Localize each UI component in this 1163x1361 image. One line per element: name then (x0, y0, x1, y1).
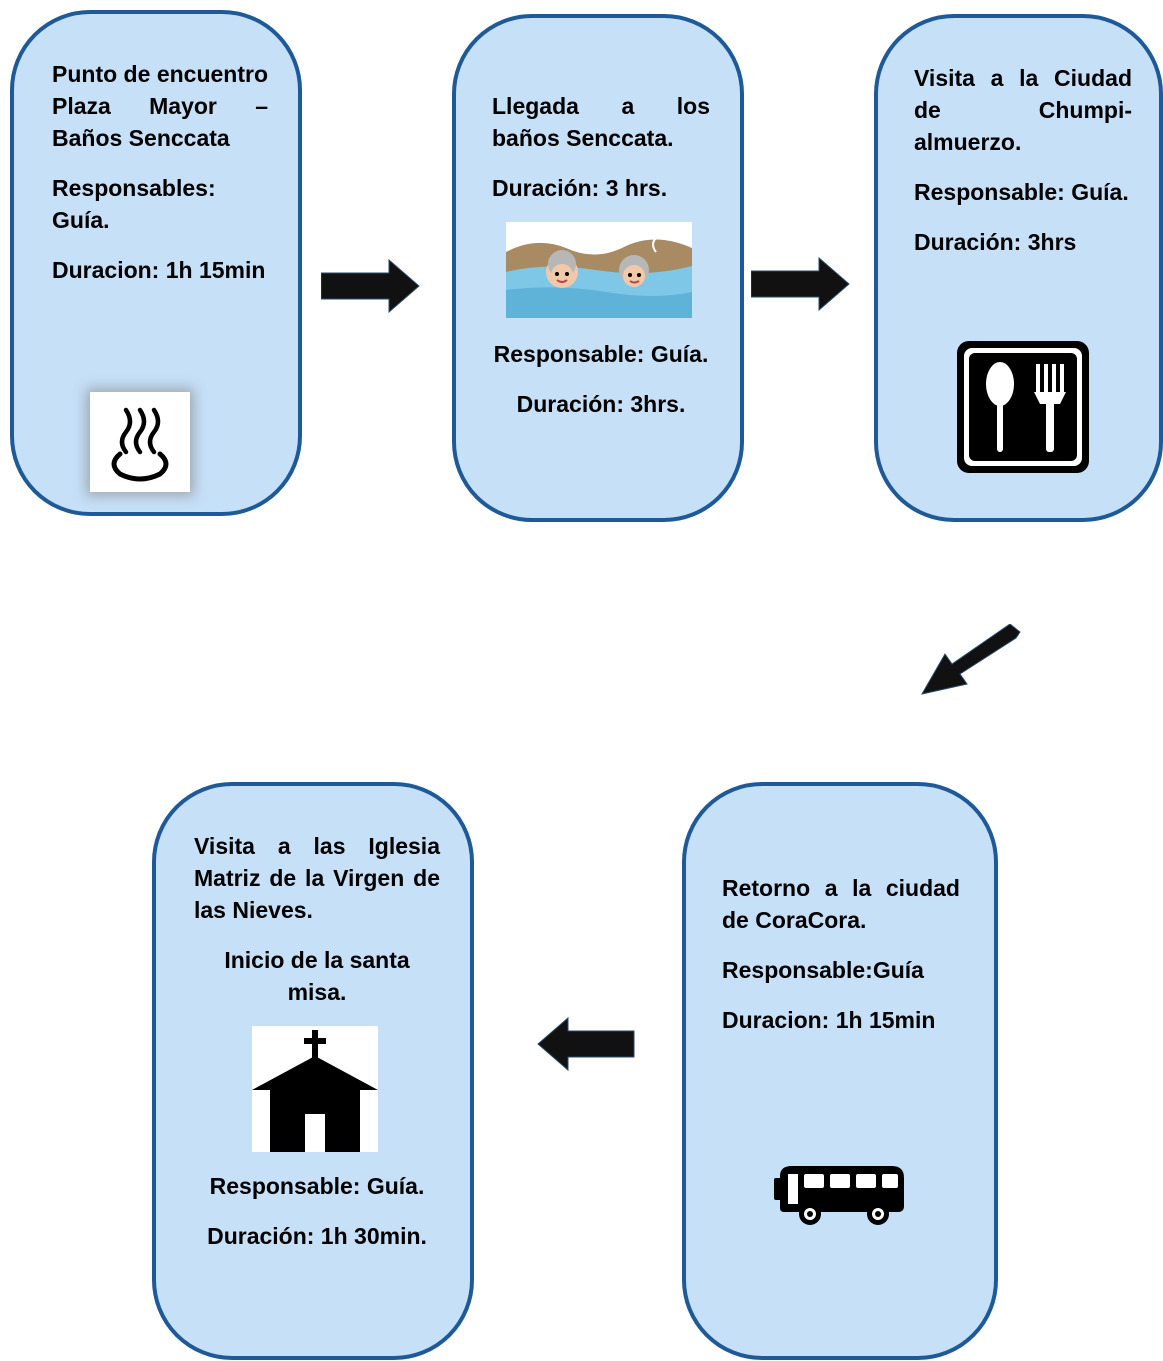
bathing-people-illustration (506, 222, 692, 318)
step-5-responsible: Responsable: Guía. (209, 1173, 425, 1199)
step-card-4: Retorno a la ciudad de CoraCora. Respons… (682, 782, 998, 1360)
church-icon (252, 1026, 378, 1152)
step-3-duration: Duración: 3hrs (914, 229, 1077, 255)
step-3-responsible: Responsable: Guía. (914, 179, 1129, 205)
step-5-title: Visita a las Iglesia Matriz de la Virgen… (194, 833, 440, 923)
step-2-responsible: Responsable: Guía. (493, 341, 709, 367)
step-1-duration: Duracion: 1h 15min (52, 257, 266, 283)
step-card-5: Visita a las Iglesia Matriz de la Virgen… (152, 782, 474, 1360)
arrow-left-icon (537, 1016, 635, 1072)
step-3-title: Visita a la Ciudad de Chumpi- almuerzo. (914, 65, 1132, 155)
hot-spring-icon (90, 392, 190, 492)
step-2-duration: Duración: 3hrs. (516, 391, 686, 417)
step-2-title: Llegada a los baños Senccata. (492, 93, 710, 151)
step-1-title: Punto de encuentro Plaza Mayor – Baños S… (52, 61, 268, 151)
step-5-subtitle: Inicio de la santa misa. (224, 947, 410, 1005)
step-5-duration: Duración: 1h 30min. (207, 1223, 427, 1249)
arrow-down-left-icon (921, 624, 1021, 695)
arrow-right-icon (751, 256, 850, 312)
bus-icon (774, 1162, 908, 1228)
restaurant-icon (956, 340, 1090, 474)
step-4-title: Retorno a la ciudad de CoraCora. (722, 875, 960, 933)
step-1-responsible: Responsables: Guía. (52, 175, 216, 233)
step-card-2: Llegada a los baños Senccata. Duración: … (452, 14, 744, 522)
step-2-duration-top: Duración: 3 hrs. (492, 175, 668, 201)
step-card-3: Visita a la Ciudad de Chumpi- almuerzo. … (874, 14, 1163, 522)
step-card-1: Punto de encuentro Plaza Mayor – Baños S… (10, 10, 302, 516)
step-4-responsible: Responsable:Guía (722, 957, 924, 983)
arrow-right-icon (321, 258, 420, 314)
step-4-duration: Duracion: 1h 15min (722, 1007, 936, 1033)
